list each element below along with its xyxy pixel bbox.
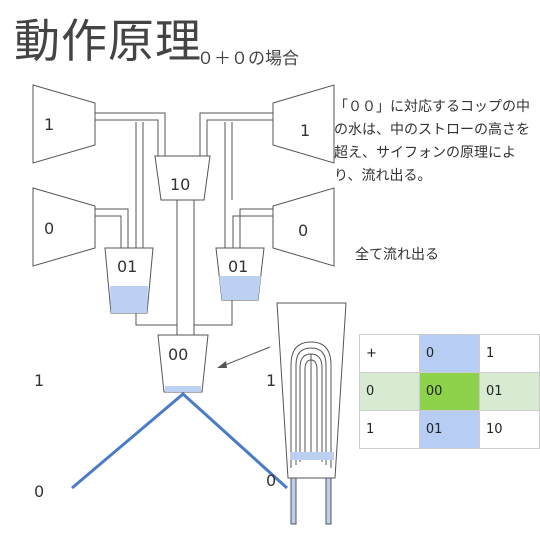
description-text: 「００」に対応するコップの中の水は、中のストローの高さを超え、サイフォンの原理に… — [334, 99, 530, 184]
cup-top — [154, 155, 211, 201]
table-row: 1 01 10 — [359, 410, 540, 449]
cup-top-label: 10 — [170, 175, 190, 194]
table-cell-01: 01 — [478, 372, 540, 411]
funnel-mid-left — [32, 187, 96, 267]
pipe-tr-a — [199, 112, 273, 156]
subtitle: ０＋０の場合 — [197, 49, 299, 69]
funnel-mid-right-label: 0 — [298, 221, 308, 240]
pipe-tr-b — [206, 119, 273, 156]
straw-outer — [290, 341, 332, 468]
cup-right-water — [219, 276, 261, 300]
output-tubes — [71, 392, 289, 490]
output-left-zero: 0 — [34, 482, 44, 501]
pipe-tl-b — [95, 119, 159, 156]
all-flow-label: 全て流れ出る — [355, 247, 439, 263]
addition-table: + 0 1 0 00 01 1 01 10 — [359, 334, 540, 449]
table-cell-op: + — [359, 334, 420, 373]
funnel-mid-right — [272, 187, 335, 267]
table-row: + 0 1 — [359, 334, 540, 373]
outlet-left — [290, 477, 297, 525]
pipe-mr-a — [239, 208, 273, 248]
table-cell-header-1: 1 — [478, 334, 540, 373]
arrow-head — [217, 361, 227, 368]
detail-water — [290, 452, 334, 460]
table-cell-00: 00 — [418, 372, 480, 411]
pipe-ml-a — [95, 208, 129, 248]
pipe-right-cup-out — [194, 300, 233, 326]
table-cell-row-1: 1 — [359, 410, 420, 449]
table-cell-header-0: 0 — [418, 334, 480, 373]
cup-bottom-label: 00 — [168, 345, 188, 364]
pipe-left-cup-out — [135, 313, 177, 326]
output-left-one: 1 — [34, 371, 44, 390]
outlet-right — [325, 477, 332, 525]
table-cell-10a: 01 — [418, 410, 480, 449]
straw-outer-inner — [295, 347, 327, 465]
funnel-top-right-label: 1 — [300, 121, 310, 140]
pipe-tl-a — [95, 112, 166, 156]
page-title: 動作原理 — [14, 14, 202, 68]
table-cell-row-0: 0 — [359, 372, 420, 411]
output-right-one: 1 — [266, 371, 276, 390]
cup-bottom-water — [165, 386, 201, 392]
cup-right-label: 01 — [228, 257, 248, 276]
table-cell-10b: 10 — [478, 410, 540, 449]
output-right-zero: 0 — [266, 471, 276, 490]
funnel-top-left — [32, 84, 96, 164]
arrow-line — [219, 346, 271, 368]
table-row: 0 00 01 — [359, 372, 540, 411]
pipe-ml-b — [95, 215, 122, 248]
funnel-mid-left-label: 0 — [44, 219, 54, 238]
funnel-top-left-label: 1 — [44, 115, 54, 134]
cup-left-water — [110, 286, 148, 313]
cup-left-label: 01 — [117, 257, 137, 276]
straw-detail — [276, 302, 347, 525]
funnel-top-right — [272, 84, 335, 164]
pipe-mr-b — [232, 215, 273, 248]
cup-bottom — [157, 334, 209, 393]
